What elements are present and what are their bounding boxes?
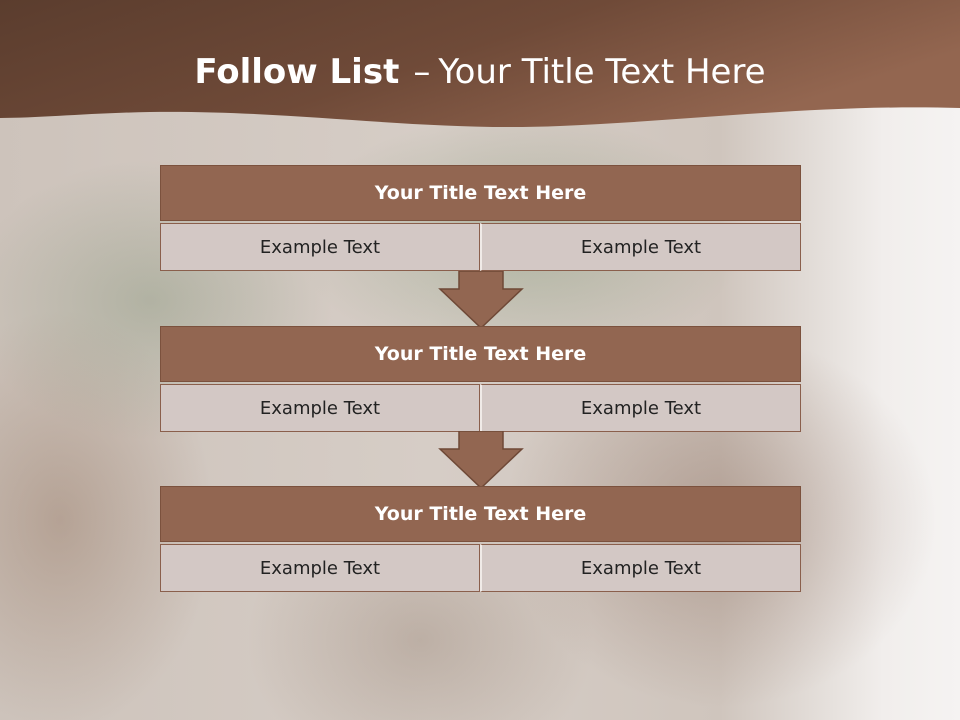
block-row: Example Text Example Text [160, 382, 801, 432]
list-block-3: Your Title Text Here Example Text Exampl… [160, 486, 801, 592]
block-row: Example Text Example Text [160, 221, 801, 271]
down-arrow-icon [438, 271, 524, 329]
block-title: Your Title Text Here [160, 486, 801, 542]
block-cell-left: Example Text [160, 384, 480, 432]
slide-title-separator: – [413, 52, 431, 92]
down-arrow-icon [438, 431, 524, 489]
list-block-2: Your Title Text Here Example Text Exampl… [160, 326, 801, 432]
block-title: Your Title Text Here [160, 326, 801, 382]
slide-title: Follow List–Your Title Text Here [0, 52, 960, 92]
block-cell-right: Example Text [480, 223, 801, 271]
list-block-1: Your Title Text Here Example Text Exampl… [160, 165, 801, 271]
block-cell-left: Example Text [160, 223, 480, 271]
slide-title-rest: Your Title Text Here [438, 52, 766, 92]
slide-title-main: Follow List [194, 52, 400, 92]
block-cell-left: Example Text [160, 544, 480, 592]
block-cell-right: Example Text [480, 384, 801, 432]
block-title: Your Title Text Here [160, 165, 801, 221]
header-band [0, 0, 960, 140]
block-row: Example Text Example Text [160, 542, 801, 592]
block-cell-right: Example Text [480, 544, 801, 592]
